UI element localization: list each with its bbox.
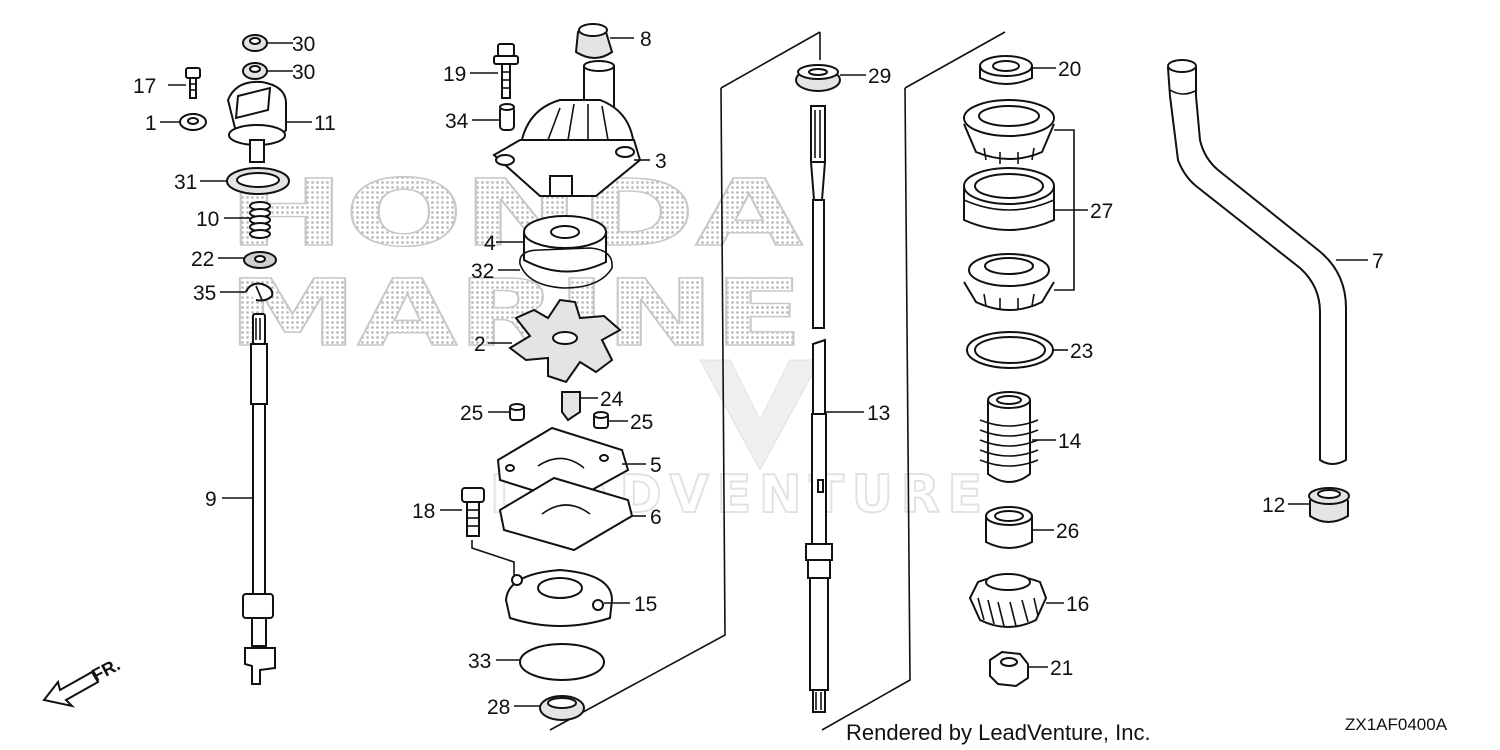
part-27-bearing-lower: [963, 253, 1055, 311]
frame-shaft-13: [549, 31, 821, 731]
part-21-nut: [989, 650, 1029, 688]
part-32-gasket: [519, 247, 613, 289]
callout-9: 9: [205, 488, 217, 511]
callout-24: 24: [600, 388, 624, 411]
callout-16: 16: [1066, 593, 1089, 616]
part-35-clip: [245, 282, 274, 302]
part-1-washer: [179, 113, 207, 131]
part-33-o-ring: [519, 643, 605, 681]
part-27-bearing-cup: [963, 167, 1055, 231]
callout-25a: 25: [460, 402, 483, 425]
callout-31: 31: [174, 171, 197, 194]
callout-7: 7: [1372, 250, 1384, 273]
part-26-needle-bearing: [985, 506, 1033, 549]
part-17-bolt: [185, 67, 201, 99]
part-20-bearing-race: [979, 55, 1033, 85]
part-18-bolt: [461, 487, 485, 537]
part-2-impeller: [508, 298, 622, 384]
watermark-brand-line2: MARINE: [228, 260, 803, 367]
diagram-code: ZX1AF0400A: [1345, 715, 1448, 734]
callout-27: 27: [1090, 200, 1113, 223]
part-16-pinion-gear: [968, 573, 1048, 628]
part-4-pump-liner: [523, 215, 607, 273]
callout-15: 15: [634, 593, 657, 616]
callout-labels: 30 30 17 1 11 31 10 22 35 9 19 34 8 3 4 …: [133, 28, 1384, 719]
part-25-dowel-left: [509, 403, 525, 421]
callout-33: 33: [468, 650, 491, 673]
callout-14: 14: [1058, 430, 1082, 453]
callout-5: 5: [650, 454, 662, 477]
leader-lines: [160, 37, 1368, 707]
callout-4: 4: [484, 232, 496, 255]
part-7-water-tube: [1166, 59, 1347, 465]
callout-10: 10: [196, 208, 219, 231]
part-25-dowel-right: [593, 411, 609, 429]
callout-12: 12: [1262, 494, 1285, 517]
part-14-sleeve: [979, 391, 1039, 483]
front-direction-marker: FR.: [42, 654, 123, 708]
callout-2: 2: [474, 333, 486, 356]
callout-23: 23: [1070, 340, 1093, 363]
callout-1: 1: [145, 112, 157, 135]
part-34-dowel: [499, 103, 515, 131]
callout-19: 19: [443, 63, 466, 86]
part-3-pump-housing: [492, 60, 642, 197]
callout-6: 6: [650, 506, 662, 529]
credit-text: Rendered by LeadVenture, Inc.: [846, 720, 1151, 745]
part-28-seal: [539, 695, 585, 721]
part-19-bolt: [493, 43, 519, 99]
part-9-shift-rod: [242, 313, 276, 685]
callout-25b: 25: [630, 411, 653, 434]
part-11-shift-housing: [226, 80, 287, 163]
callout-3: 3: [655, 150, 667, 173]
callout-18: 18: [412, 500, 435, 523]
part-12-grommet: [1308, 487, 1350, 523]
callout-8: 8: [640, 28, 652, 51]
part-15-pump-base: [504, 568, 614, 627]
callout-13: 13: [867, 402, 890, 425]
part-29-seal: [795, 64, 841, 92]
callout-20: 20: [1058, 58, 1081, 81]
callout-35: 35: [193, 282, 216, 305]
callout-21: 21: [1050, 657, 1073, 680]
callout-11: 11: [314, 112, 336, 135]
callout-34: 34: [445, 110, 469, 133]
part-31-o-ring: [226, 167, 290, 195]
callout-30a: 30: [292, 33, 315, 56]
watermark-brand-line1: HONDA: [228, 160, 803, 267]
part-30-seal-upper: [242, 34, 268, 52]
part-8-grommet: [574, 23, 614, 59]
part-22-washer: [243, 251, 277, 269]
callout-22: 22: [191, 248, 214, 271]
callout-17: 17: [133, 75, 156, 98]
part-5-plate: [496, 426, 630, 504]
part-23-ring: [966, 331, 1054, 369]
part-24-key: [561, 391, 581, 422]
callout-30b: 30: [292, 61, 315, 84]
part-27-bearing-upper: [963, 99, 1055, 164]
callout-26: 26: [1056, 520, 1079, 543]
leader-18-to-15: [471, 540, 515, 575]
part-10-spring: [249, 201, 271, 239]
part-13-drive-shaft: [805, 105, 833, 713]
watermark-logo-icon: [699, 359, 821, 472]
front-arrow-icon: [42, 670, 100, 708]
frame-bearing-stack: [821, 31, 1006, 731]
part-30-seal-lower: [242, 62, 268, 80]
callout-32: 32: [471, 260, 494, 283]
callout-28: 28: [487, 696, 510, 719]
callout-29: 29: [868, 65, 891, 88]
